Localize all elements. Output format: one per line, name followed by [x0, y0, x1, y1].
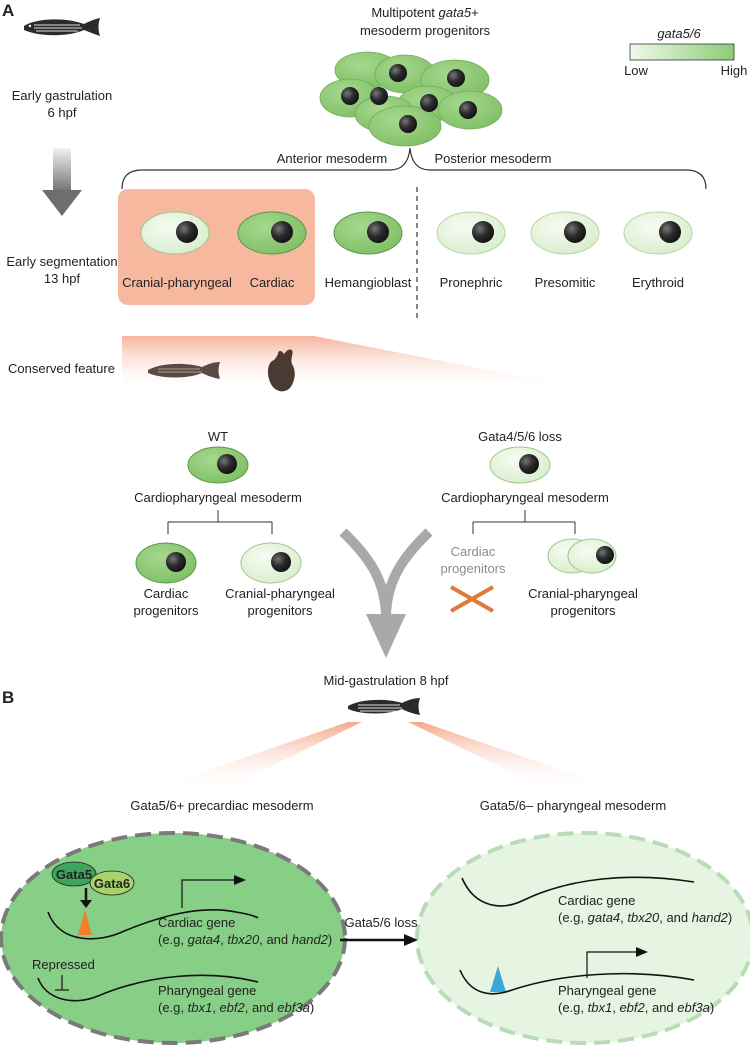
- heart-icon: [267, 349, 295, 392]
- progenitors-title: Multipotent gata5+: [371, 5, 478, 20]
- lineage-label-hemangioblast: Hemangioblast: [325, 275, 412, 290]
- wt-cranial-label-2: progenitors: [247, 603, 313, 618]
- wt-cardiac-label-1: Cardiac: [144, 586, 189, 601]
- lineage-cell-pronephric: [436, 211, 506, 255]
- right-cell-title: Gata5/6– pharyngeal mesoderm: [480, 798, 666, 813]
- gata-loss-arrow-label: Gata5/6 loss: [345, 915, 418, 930]
- binding-arrow-head: [80, 900, 92, 908]
- transcription-arrow-left: [181, 879, 234, 908]
- anterior-mesoderm-label: Anterior mesoderm: [277, 151, 388, 166]
- panel-a-letter: A: [2, 1, 14, 20]
- lineage-label-pronephric: Pronephric: [440, 275, 503, 290]
- loss-parent-label: Cardiopharyngeal mesoderm: [441, 490, 609, 505]
- loss-title: Gata4/5/6 loss: [478, 429, 562, 444]
- conserved-feature-label: Conserved feature: [8, 361, 115, 376]
- panel-b-letter: B: [2, 688, 14, 707]
- posterior-mesoderm-label: Posterior mesoderm: [434, 151, 551, 166]
- loss-branch-lines: [472, 510, 576, 534]
- wt-parent-cell: [187, 446, 249, 484]
- pharyngeal-gene-examples-right: (e.g, tbx1, ebf2, and ebf3a): [558, 1000, 714, 1015]
- wt-cranial-label-1: Cranial-pharyngeal: [225, 586, 335, 601]
- legend-title: gata5/6: [657, 26, 701, 41]
- cardiac-gene-label-left: Cardiac gene: [158, 915, 235, 930]
- legend-low: Low: [624, 63, 648, 78]
- conserved-feature-cone: [122, 336, 600, 392]
- transcription-arrow-right: [586, 951, 636, 978]
- stage-early-gastrulation: Early gastrulation: [12, 88, 112, 103]
- pharyngeal-gene-label-right: Pharyngeal gene: [558, 983, 656, 998]
- transcription-arrow-right-head: [636, 947, 648, 957]
- loss-parent-cell: [489, 446, 551, 484]
- gata-loss-arrow-head: [404, 934, 418, 946]
- lineage-label-cranial-pharyngeal: Cranial-pharyngeal: [122, 275, 232, 290]
- cardiac-gene-dna-right: [461, 876, 695, 907]
- cone-right: [408, 722, 620, 790]
- loss-cardiac-label-1: Cardiac: [451, 544, 496, 559]
- mesoderm-brace: [121, 147, 707, 190]
- pharyngeal-gene-dna-right: [459, 969, 695, 995]
- loss-cranial-pharyngeal-cells: [547, 538, 617, 574]
- stage-early-gastrulation-hpf: 6 hpf: [48, 105, 77, 120]
- wt-title: WT: [208, 429, 228, 444]
- lost-lineage-cross-icon: [450, 585, 494, 613]
- time-arrow-head: [42, 190, 82, 216]
- cardiac-gene-examples-right: (e.g, gata4, tbx20, and hand2): [558, 910, 732, 925]
- time-arrow-shaft: [53, 148, 71, 193]
- gata5-protein: [51, 861, 97, 887]
- wt-branch-lines: [167, 510, 273, 534]
- lineage-cell-cranial-pharyngeal: [140, 211, 210, 255]
- lineage-cell-hemangioblast: [333, 211, 403, 255]
- zebrafish-icon-mid: [348, 698, 420, 715]
- precardiac-mesoderm-cell: [0, 831, 347, 1045]
- wt-cardiac-cell: [135, 542, 197, 584]
- lineage-label-erythroid: Erythroid: [632, 275, 684, 290]
- pharyngeal-gene-dna-left: [37, 974, 259, 1002]
- legend-gradient-bar: [629, 43, 735, 61]
- gata6-protein: [89, 870, 135, 896]
- lineage-label-cardiac: Cardiac: [250, 275, 295, 290]
- gata5-label: Gata5: [56, 867, 92, 882]
- converging-arrow: [339, 528, 433, 658]
- stage-early-segmentation: Early segmentation: [6, 254, 117, 269]
- lineage-cell-erythroid: [623, 211, 693, 255]
- cardiac-gene-dna-left: [47, 909, 259, 940]
- cone-left: [150, 722, 362, 790]
- cardiac-gene-label-right: Cardiac gene: [558, 893, 635, 908]
- lineage-label-presomitic: Presomitic: [535, 275, 596, 290]
- wt-cranial-pharyngeal-cell: [240, 542, 302, 584]
- wt-cardiac-label-2: progenitors: [133, 603, 199, 618]
- transcription-arrow-left-head: [234, 875, 246, 885]
- pharyngeal-gene-examples-left: (e.g, tbx1, ebf2, and ebf3a): [158, 1000, 314, 1015]
- loss-cranial-label-2: progenitors: [550, 603, 616, 618]
- progenitors-title-line2: mesoderm progenitors: [360, 23, 491, 38]
- stage-early-segmentation-hpf: 13 hpf: [44, 271, 81, 286]
- wt-parent-label: Cardiopharyngeal mesoderm: [134, 490, 302, 505]
- enhancer-marker-blue: [490, 966, 506, 992]
- zebrafish-silhouette-icon: [148, 362, 220, 379]
- enhancer-marker-orange: [78, 910, 92, 935]
- lineage-cell-cardiac: [237, 211, 307, 255]
- progenitor-cell-cluster: [319, 51, 503, 147]
- repressed-label: Repressed: [32, 957, 95, 972]
- legend-high: High: [721, 63, 748, 78]
- gata6-label: Gata6: [94, 876, 130, 891]
- lineage-cell-presomitic: [530, 211, 600, 255]
- cardiac-gene-examples-left: (e.g, gata4, tbx20, and hand2): [158, 932, 332, 947]
- mid-gastrulation-label: Mid-gastrulation 8 hpf: [323, 673, 448, 688]
- loss-cardiac-label-2: progenitors: [440, 561, 506, 576]
- zebrafish-icon: [24, 18, 100, 36]
- pharyngeal-gene-label-left: Pharyngeal gene: [158, 983, 256, 998]
- loss-cranial-label-1: Cranial-pharyngeal: [528, 586, 638, 601]
- left-cell-title: Gata5/6+ precardiac mesoderm: [130, 798, 313, 813]
- repression-symbol: [55, 975, 69, 991]
